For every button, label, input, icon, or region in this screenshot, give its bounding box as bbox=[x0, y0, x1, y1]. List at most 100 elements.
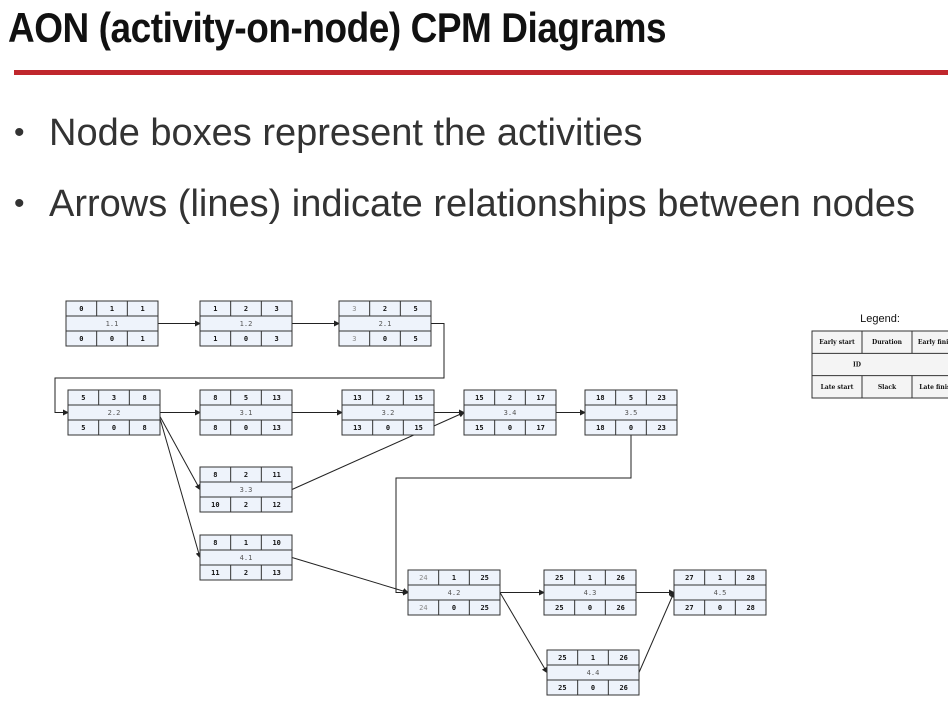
legend-duration: Duration bbox=[872, 339, 903, 346]
node-early-finish: 10 bbox=[272, 539, 280, 547]
node-late-start: 5 bbox=[81, 424, 85, 432]
node-late-start: 8 bbox=[213, 424, 217, 432]
node-late-start: 11 bbox=[211, 569, 219, 577]
node-early-finish: 17 bbox=[536, 394, 544, 402]
node-slack: 2 bbox=[244, 569, 248, 577]
node-late-finish: 12 bbox=[272, 501, 280, 509]
node-early-start: 25 bbox=[558, 654, 566, 662]
node-4-1: 8 1 10 11 2 13 4.1 bbox=[200, 535, 292, 580]
node-4-5: 27128270284.5 bbox=[674, 570, 766, 615]
node-duration: 2 bbox=[508, 394, 512, 402]
node-early-start: 1 bbox=[213, 305, 217, 313]
node-early-start: 8 bbox=[213, 471, 217, 479]
node-early-start: 25 bbox=[555, 574, 563, 582]
node-late-start: 25 bbox=[555, 604, 563, 612]
node-1-2: 1231031.2 bbox=[200, 301, 292, 346]
node-early-start: 15 bbox=[475, 394, 483, 402]
node-id: 4.4 bbox=[587, 669, 600, 677]
node-late-finish: 8 bbox=[143, 424, 147, 432]
node-duration: 5 bbox=[629, 394, 633, 402]
node-early-finish: 15 bbox=[414, 394, 422, 402]
edge-4-4-to-4-5 bbox=[639, 593, 674, 673]
node-duration: 2 bbox=[383, 305, 387, 313]
node-early-finish: 1 bbox=[141, 305, 145, 313]
node-early-start: 24 bbox=[419, 574, 427, 582]
node-3-1: 851380133.1 bbox=[200, 390, 292, 435]
node-2-2: 5385082.2 bbox=[68, 390, 160, 435]
node-4-2: 24125240254.2 bbox=[408, 570, 500, 615]
node-duration: 1 bbox=[244, 539, 248, 547]
node-duration: 3 bbox=[112, 394, 116, 402]
node-duration: 1 bbox=[452, 574, 456, 582]
node-late-start: 15 bbox=[475, 424, 483, 432]
node-duration: 1 bbox=[718, 574, 722, 582]
node-early-finish: 11 bbox=[272, 471, 280, 479]
edge-4-1-to-4-2 bbox=[292, 558, 408, 593]
node-late-start: 24 bbox=[419, 604, 427, 612]
node-slack: 0 bbox=[244, 335, 248, 343]
node-2-1: 3253052.1 bbox=[339, 301, 431, 346]
legend: Legend:Early startDurationEarly finishID… bbox=[812, 313, 948, 398]
node-slack: 0 bbox=[508, 424, 512, 432]
node-id: 2.2 bbox=[108, 409, 121, 417]
node-slack: 0 bbox=[452, 604, 456, 612]
node-late-finish: 26 bbox=[616, 604, 624, 612]
node-3-2: 13215130153.2 bbox=[342, 390, 434, 435]
node-duration: 2 bbox=[244, 471, 248, 479]
node-4-3: 25126250264.3 bbox=[544, 570, 636, 615]
node-id: 3.5 bbox=[625, 409, 638, 417]
node-late-start: 13 bbox=[353, 424, 361, 432]
node-early-start: 18 bbox=[596, 394, 604, 402]
node-late-finish: 3 bbox=[275, 335, 279, 343]
node-early-finish: 28 bbox=[746, 574, 754, 582]
node-slack: 0 bbox=[386, 424, 390, 432]
node-id: 3.3 bbox=[240, 486, 253, 494]
node-duration: 1 bbox=[591, 654, 595, 662]
node-early-start: 27 bbox=[685, 574, 693, 582]
node-id: 3.4 bbox=[504, 409, 517, 417]
node-id: 3.1 bbox=[240, 409, 253, 417]
nodes-layer: 0110011.11231031.23253052.15385082.28513… bbox=[66, 301, 766, 695]
legend-late-finish: Late finish bbox=[919, 384, 948, 391]
node-slack: 0 bbox=[588, 604, 592, 612]
node-id: 4.2 bbox=[448, 589, 461, 597]
node-slack: 2 bbox=[244, 501, 248, 509]
legend-title: Legend: bbox=[860, 313, 900, 325]
node-early-start: 3 bbox=[352, 305, 356, 313]
node-late-start: 25 bbox=[558, 684, 566, 692]
node-duration: 2 bbox=[386, 394, 390, 402]
node-late-finish: 13 bbox=[272, 424, 280, 432]
node-late-start: 10 bbox=[211, 501, 219, 509]
node-early-finish: 8 bbox=[143, 394, 147, 402]
node-3-5: 18523180233.5 bbox=[585, 390, 677, 435]
node-late-finish: 13 bbox=[272, 569, 280, 577]
node-id: 2.1 bbox=[379, 320, 392, 328]
legend-early-start: Early start bbox=[819, 339, 855, 346]
edge-4-2-to-4-4 bbox=[500, 593, 547, 673]
node-id: 1.2 bbox=[240, 320, 253, 328]
node-early-finish: 13 bbox=[272, 394, 280, 402]
legend-id: ID bbox=[853, 362, 861, 369]
node-late-finish: 17 bbox=[536, 424, 544, 432]
node-early-start: 13 bbox=[353, 394, 361, 402]
node-early-finish: 25 bbox=[480, 574, 488, 582]
edge-2-2-to-4-1 bbox=[160, 419, 200, 558]
node-early-finish: 26 bbox=[616, 574, 624, 582]
node-early-start: 5 bbox=[81, 394, 85, 402]
node-early-finish: 26 bbox=[619, 654, 627, 662]
node-early-finish: 23 bbox=[657, 394, 665, 402]
node-id: 1.1 bbox=[106, 320, 119, 328]
node-early-start: 8 bbox=[213, 539, 217, 547]
node-slack: 0 bbox=[383, 335, 387, 343]
node-duration: 1 bbox=[110, 305, 114, 313]
node-late-finish: 26 bbox=[619, 684, 627, 692]
edges-layer bbox=[55, 324, 674, 673]
node-id: 4.1 bbox=[240, 554, 253, 562]
node-late-finish: 1 bbox=[141, 335, 145, 343]
node-slack: 0 bbox=[110, 335, 114, 343]
node-early-finish: 5 bbox=[414, 305, 418, 313]
node-late-finish: 15 bbox=[414, 424, 422, 432]
node-duration: 1 bbox=[588, 574, 592, 582]
node-duration: 2 bbox=[244, 305, 248, 313]
